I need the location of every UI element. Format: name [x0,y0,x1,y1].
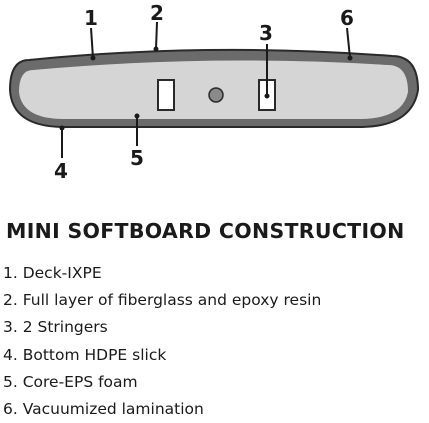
leader-dot-1 [90,55,96,61]
board-cross-section-diagram: 1 2 3 4 5 6 [8,1,420,183]
parts-list-item: 3. 2 Stringers [3,318,108,337]
parts-list-item: 4. Bottom HDPE slick [3,345,167,364]
parts-list-item: 2. Full layer of fiberglass and epoxy re… [3,291,322,310]
leader-line-1 [90,27,94,59]
callout-number-6: 6 [340,6,354,30]
parts-list-item: 1. Deck-IXPE [3,264,102,282]
leader-line-6 [346,27,351,59]
construction-title: MINI SOFTBOARD CONSTRUCTION [6,219,405,243]
leader-dot-4 [59,125,65,131]
callout-number-4: 4 [54,159,68,183]
parts-list-item: 5. Core-EPS foam [3,372,138,391]
callout-number-5: 5 [130,146,144,170]
callout-number-3: 3 [259,21,273,45]
leader-line-2 [155,21,158,50]
callout-number-2: 2 [150,1,164,25]
callout-number-1: 1 [84,6,98,30]
leader-dot-3 [264,93,270,99]
leader-dot-5 [134,113,140,119]
leader-dot-6 [347,55,353,61]
stringer-left [157,79,175,111]
center-plug [208,87,224,103]
parts-list: 1. Deck-IXPE 2. Full layer of fiberglass… [3,260,321,423]
parts-list-item: 6. Vacuumized lamination [3,400,204,419]
leader-dot-2 [153,46,159,52]
